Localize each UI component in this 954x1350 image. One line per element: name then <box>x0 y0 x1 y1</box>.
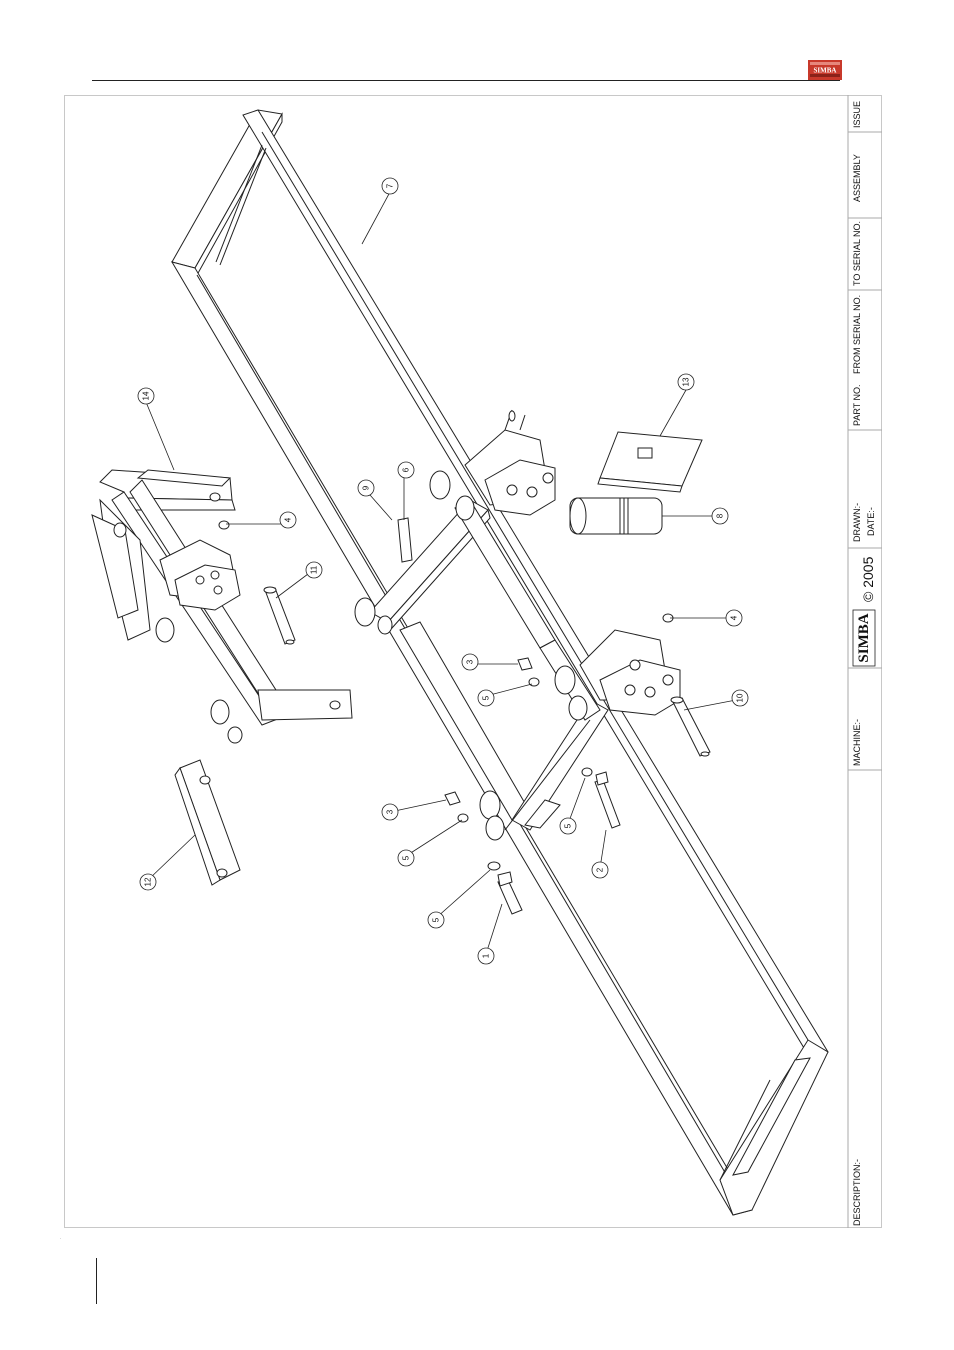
svg-text:SIMBA: SIMBA <box>856 613 872 662</box>
to-serial-label: TO SERIAL NO. <box>852 221 862 286</box>
issue-label: ISSUE <box>852 101 862 128</box>
title-block-logo: SIMBA <box>853 610 875 666</box>
callout-label-2: 2 <box>596 867 605 872</box>
assembly-label: ASSEMBLY <box>852 154 862 202</box>
footer-line <box>96 1258 97 1304</box>
callout-label-5-b: 5 <box>402 855 411 860</box>
machine-label: MACHINE:- <box>852 719 862 766</box>
date-label: DATE:- <box>866 507 876 536</box>
callout-label-3-b: 3 <box>386 809 395 814</box>
sub-frame-14 <box>92 470 352 743</box>
callout-label-3-a: 3 <box>466 659 475 664</box>
callout-label-5-a: 5 <box>482 695 491 700</box>
link-bar-12 <box>175 760 240 885</box>
callout-label-4-b: 4 <box>730 615 739 620</box>
callout-label-8: 8 <box>716 513 725 518</box>
manual-13 <box>598 432 702 492</box>
callout-label-12: 12 <box>144 877 153 886</box>
callout-label-5-d: 5 <box>564 823 573 828</box>
callout-label-9: 9 <box>362 485 371 490</box>
callout-label-5-c: 5 <box>432 917 441 922</box>
callout-label-14: 14 <box>142 391 151 400</box>
part-no-label: PART NO. <box>852 384 862 426</box>
copyright-text: © 2005 <box>860 557 876 602</box>
callout-label-7: 7 <box>386 183 395 188</box>
callout-label-4-a: 4 <box>284 517 293 522</box>
callout-label-6: 6 <box>402 467 411 472</box>
page-mark: . <box>60 1235 61 1240</box>
callout-label-1: 1 <box>482 953 491 958</box>
from-serial-label: FROM SERIAL NO. <box>852 295 862 374</box>
main-frame-7 <box>172 110 828 1215</box>
description-label: DESCRIPTION:- <box>852 1159 862 1226</box>
callout-label-10: 10 <box>736 693 745 702</box>
drawn-label: DRAWN:- <box>852 503 862 542</box>
callout-label-11: 11 <box>310 565 319 574</box>
callout-label-13: 13 <box>682 377 691 386</box>
bush-8 <box>570 498 662 534</box>
